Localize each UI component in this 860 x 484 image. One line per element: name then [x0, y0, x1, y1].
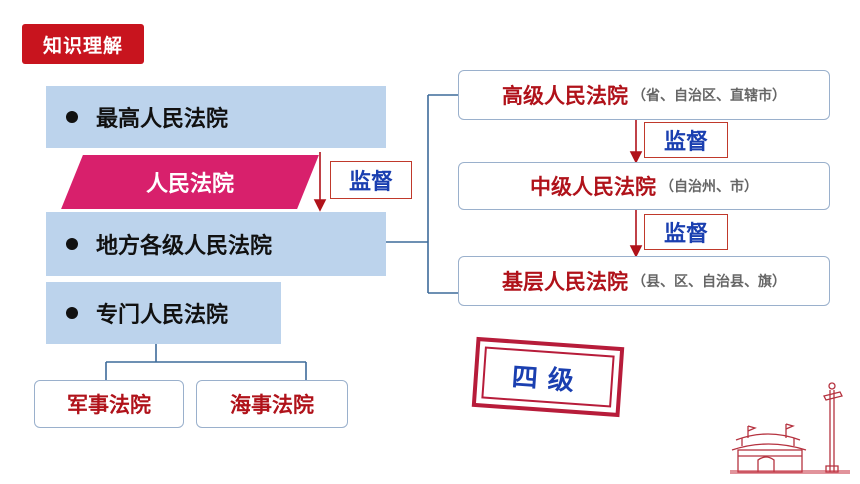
high-court-box: 高级人民法院 （省、自治区、直辖市）: [458, 70, 830, 120]
tiananmen-icon: [730, 382, 850, 474]
special-court-label: 专门人民法院: [96, 303, 229, 328]
supervise-label-1: 监督: [644, 122, 728, 158]
section-tag: 知识理解: [22, 24, 144, 64]
bullet-icon: [66, 238, 78, 250]
supervise-label-left: 监督: [330, 161, 412, 199]
basic-court-note: （县、区、自治县、旗）: [632, 274, 786, 290]
middle-court-box: 中级人民法院 （自治州、市）: [458, 162, 830, 210]
special-court-box: 专门人民法院: [46, 282, 281, 344]
military-court-box: 军事法院: [34, 380, 184, 428]
supervise-label-2: 监督: [644, 214, 728, 250]
local-court-box: 地方各级人民法院: [46, 212, 386, 276]
basic-court-box: 基层人民法院 （县、区、自治县、旗）: [458, 256, 830, 306]
basic-court-label: 基层人民法院: [502, 270, 628, 294]
local-court-label: 地方各级人民法院: [96, 234, 273, 259]
maritime-court-box: 海事法院: [196, 380, 348, 428]
middle-court-label: 中级人民法院: [530, 175, 656, 199]
high-court-label: 高级人民法院: [502, 84, 628, 108]
bullet-icon: [66, 111, 78, 123]
people-court-label: 人民法院: [145, 172, 234, 197]
supreme-court-label: 最高人民法院: [96, 107, 229, 132]
people-court-banner: 人民法院: [61, 155, 319, 209]
high-court-note: （省、自治区、直辖市）: [632, 88, 786, 104]
middle-court-note: （自治州、市）: [660, 179, 758, 195]
bullet-icon: [66, 307, 78, 319]
four-levels-label: 四级: [481, 346, 615, 408]
supreme-court-box: 最高人民法院: [46, 86, 386, 148]
four-levels-stamp: 四级: [471, 336, 625, 418]
